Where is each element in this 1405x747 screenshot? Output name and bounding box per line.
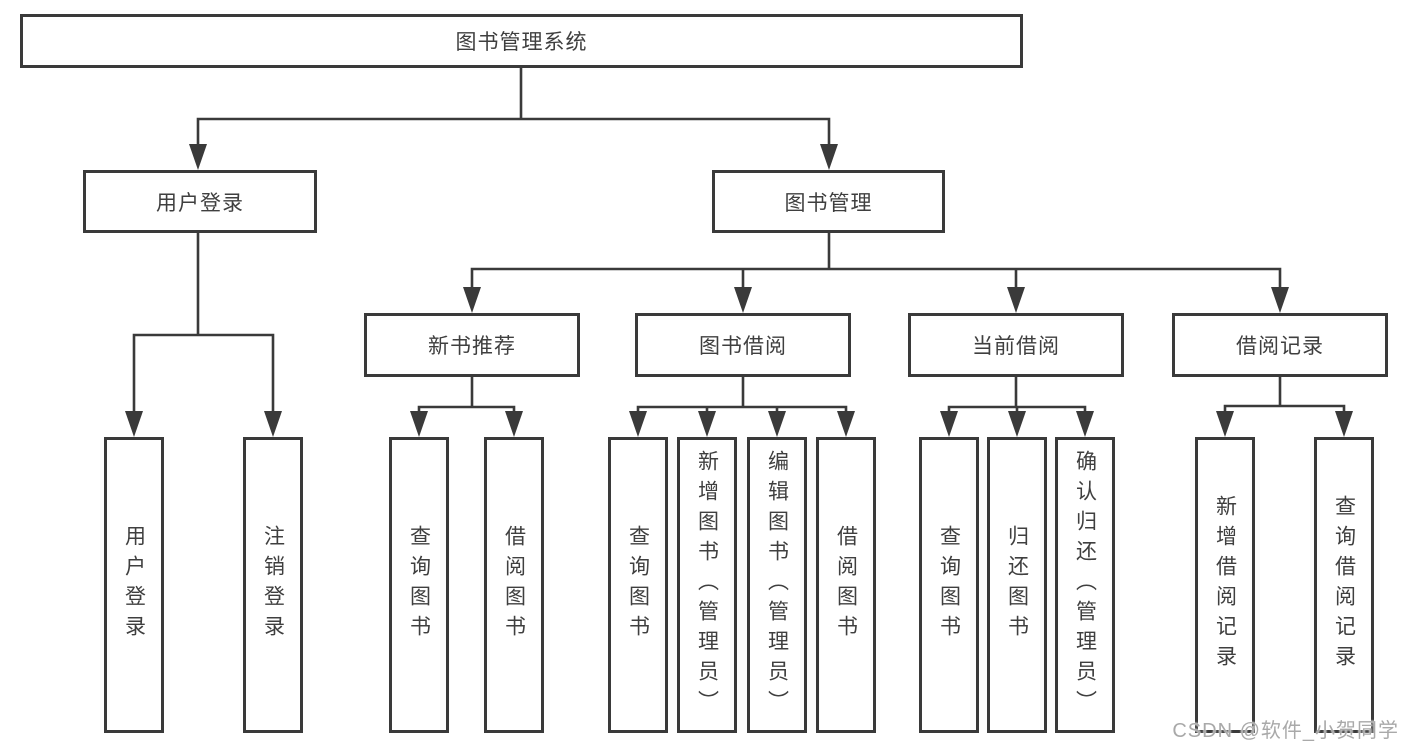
node-current-borrow-label: 当前借阅 bbox=[972, 335, 1060, 358]
leaf-newbook-query-books: 查询图书 bbox=[389, 437, 449, 733]
leaf-newbook-borrow-books-label: 借阅图书 bbox=[502, 525, 526, 645]
node-book-management: 图书管理 bbox=[712, 170, 945, 233]
leaf-logout-label: 注销登录 bbox=[261, 525, 285, 645]
node-borrow-records: 借阅记录 bbox=[1172, 313, 1388, 377]
leaf-logout: 注销登录 bbox=[243, 437, 303, 733]
leaf-add-borrow-record: 新增借阅记录 bbox=[1195, 437, 1255, 733]
connector-book-borrow-children bbox=[636, 375, 848, 417]
connector-current-borrow-children bbox=[947, 375, 1087, 417]
arrowheads bbox=[125, 144, 1353, 437]
leaf-newbook-borrow-books: 借阅图书 bbox=[484, 437, 544, 733]
leaf-add-borrow-record-label: 新增借阅记录 bbox=[1213, 495, 1237, 675]
connector-root-to-level2 bbox=[196, 66, 831, 152]
leaf-add-books-admin-label: 新增图书（管理员） bbox=[695, 450, 719, 720]
leaf-edit-books-admin-label: 编辑图书（管理员） bbox=[765, 450, 789, 720]
leaf-newbook-query-books-label: 查询图书 bbox=[407, 525, 431, 645]
leaf-edit-books-admin: 编辑图书（管理员） bbox=[747, 437, 807, 733]
node-new-book-label: 新书推荐 bbox=[428, 335, 516, 358]
leaf-return-books: 归还图书 bbox=[987, 437, 1047, 733]
leaf-add-books-admin: 新增图书（管理员） bbox=[677, 437, 737, 733]
leaf-borrow-query-books-label: 查询图书 bbox=[626, 525, 650, 645]
leaf-return-books-label: 归还图书 bbox=[1005, 525, 1029, 645]
node-book-borrow: 图书借阅 bbox=[635, 313, 851, 377]
leaf-borrow-books: 借阅图书 bbox=[816, 437, 876, 733]
connector-book-management-children bbox=[470, 230, 1282, 293]
connector-user-login-children bbox=[132, 231, 275, 417]
leaf-confirm-return-admin: 确认归还（管理员） bbox=[1055, 437, 1115, 733]
leaf-user-login-label: 用户登录 bbox=[122, 525, 146, 645]
leaf-current-query-books-label: 查询图书 bbox=[937, 525, 961, 645]
node-root-label: 图书管理系统 bbox=[455, 31, 588, 54]
node-user-login-label: 用户登录 bbox=[156, 191, 244, 215]
leaf-borrow-query-books: 查询图书 bbox=[608, 437, 668, 733]
connector-borrow-records-children bbox=[1223, 375, 1346, 417]
node-borrow-records-label: 借阅记录 bbox=[1236, 335, 1324, 358]
node-current-borrow: 当前借阅 bbox=[908, 313, 1124, 377]
node-book-borrow-label: 图书借阅 bbox=[699, 335, 787, 358]
leaf-confirm-return-admin-label: 确认归还（管理员） bbox=[1073, 450, 1097, 720]
leaf-borrow-books-label: 借阅图书 bbox=[834, 525, 858, 645]
node-user-login: 用户登录 bbox=[83, 170, 317, 233]
node-root: 图书管理系统 bbox=[20, 14, 1023, 68]
leaf-query-borrow-record-label: 查询借阅记录 bbox=[1332, 495, 1356, 675]
leaf-query-borrow-record: 查询借阅记录 bbox=[1314, 437, 1374, 733]
leaf-user-login: 用户登录 bbox=[104, 437, 164, 733]
connector-new-book-children bbox=[417, 375, 516, 417]
csdn-watermark: CSDN @软件_小贺同学 bbox=[1172, 720, 1399, 742]
leaf-current-query-books: 查询图书 bbox=[919, 437, 979, 733]
node-book-management-label: 图书管理 bbox=[784, 191, 873, 215]
node-new-book: 新书推荐 bbox=[364, 313, 580, 377]
